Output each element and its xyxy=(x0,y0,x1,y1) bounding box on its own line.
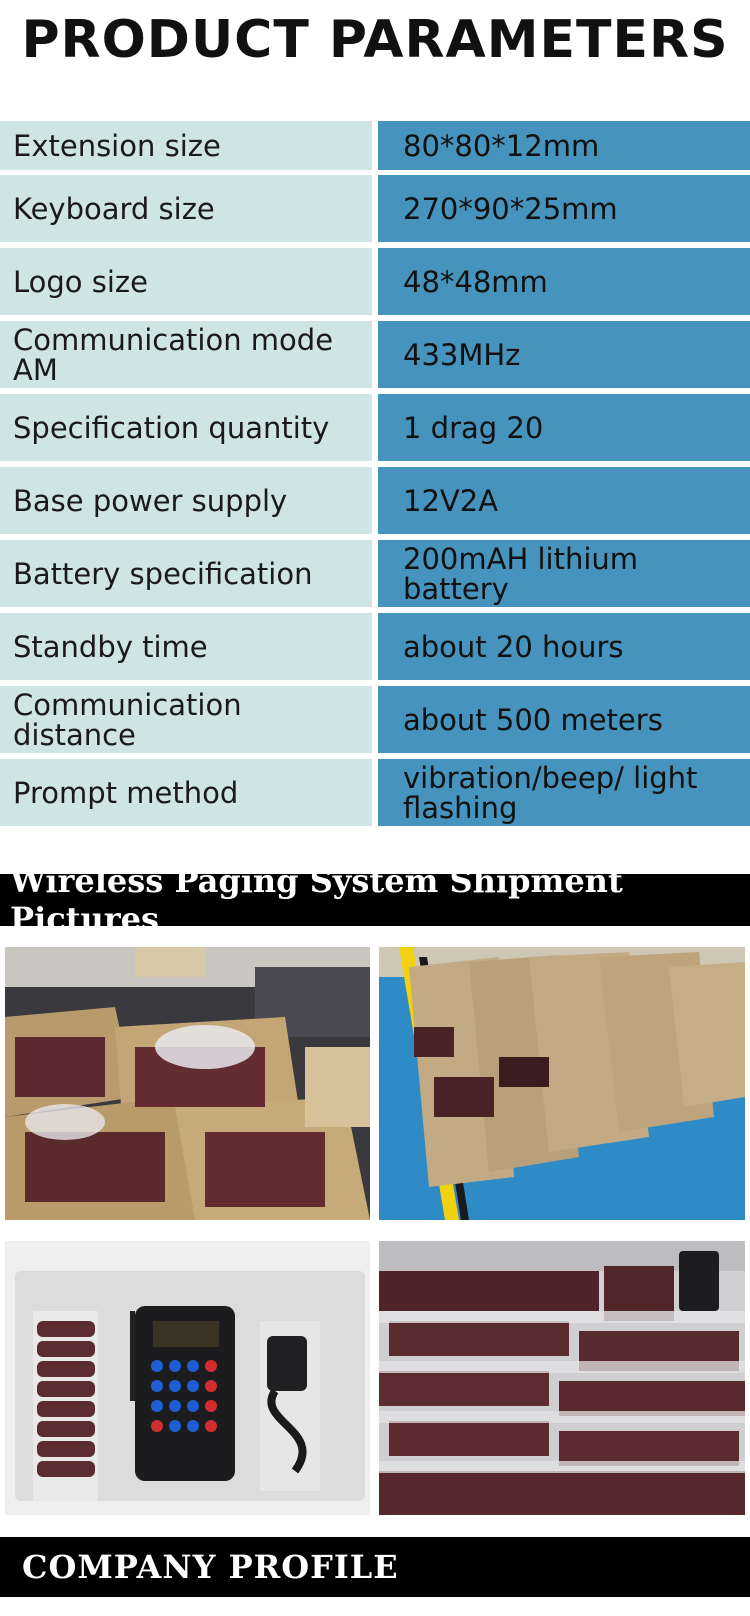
param-value: vibration/beep/ light flashing xyxy=(378,759,750,826)
param-label: Communication distance xyxy=(0,686,372,753)
param-value: 1 drag 20 xyxy=(378,394,750,461)
shipment-photo-chargers xyxy=(379,1241,745,1515)
table-row: Battery specification 200mAH lithium bat… xyxy=(0,540,750,607)
table-row: Prompt method vibration/beep/ light flas… xyxy=(0,759,750,826)
param-label: Extension size xyxy=(0,121,372,170)
param-label: Keyboard size xyxy=(0,175,372,242)
company-profile-heading: COMPANY PROFILE xyxy=(0,1537,750,1597)
param-value: about 500 meters xyxy=(378,686,750,753)
table-row: Communication mode AM 433MHz xyxy=(0,321,750,388)
param-value: 80*80*12mm xyxy=(378,121,750,170)
shipment-pictures-heading: Wireless Paging System Shipment Pictures xyxy=(0,862,750,938)
shipment-photo-kit xyxy=(5,1241,370,1515)
param-label: Communication mode AM xyxy=(0,321,372,388)
table-row: Standby time about 20 hours xyxy=(0,613,750,680)
table-row: Base power supply 12V2A xyxy=(0,467,750,534)
param-value: about 20 hours xyxy=(378,613,750,680)
param-label: Base power supply xyxy=(0,467,372,534)
param-label: Prompt method xyxy=(0,759,372,826)
shipment-photo-boxes xyxy=(5,947,370,1220)
shipment-photo-stacked-boxes xyxy=(379,947,745,1220)
param-value: 433MHz xyxy=(378,321,750,388)
table-row: Specification quantity 1 drag 20 xyxy=(0,394,750,461)
param-value: 12V2A xyxy=(378,467,750,534)
param-label: Battery specification xyxy=(0,540,372,607)
page-title: PRODUCT PARAMETERS xyxy=(21,10,729,70)
param-label: Specification quantity xyxy=(0,394,372,461)
param-value: 270*90*25mm xyxy=(378,175,750,242)
param-value: 48*48mm xyxy=(378,248,750,315)
table-row: Keyboard size 270*90*25mm xyxy=(0,175,750,242)
param-value: 200mAH lithium battery xyxy=(378,540,750,607)
table-row: Logo size 48*48mm xyxy=(0,248,750,315)
table-row: Communication distance about 500 meters xyxy=(0,686,750,753)
table-row: Extension size 80*80*12mm xyxy=(0,121,750,170)
param-label: Logo size xyxy=(0,248,372,315)
param-label: Standby time xyxy=(0,613,372,680)
